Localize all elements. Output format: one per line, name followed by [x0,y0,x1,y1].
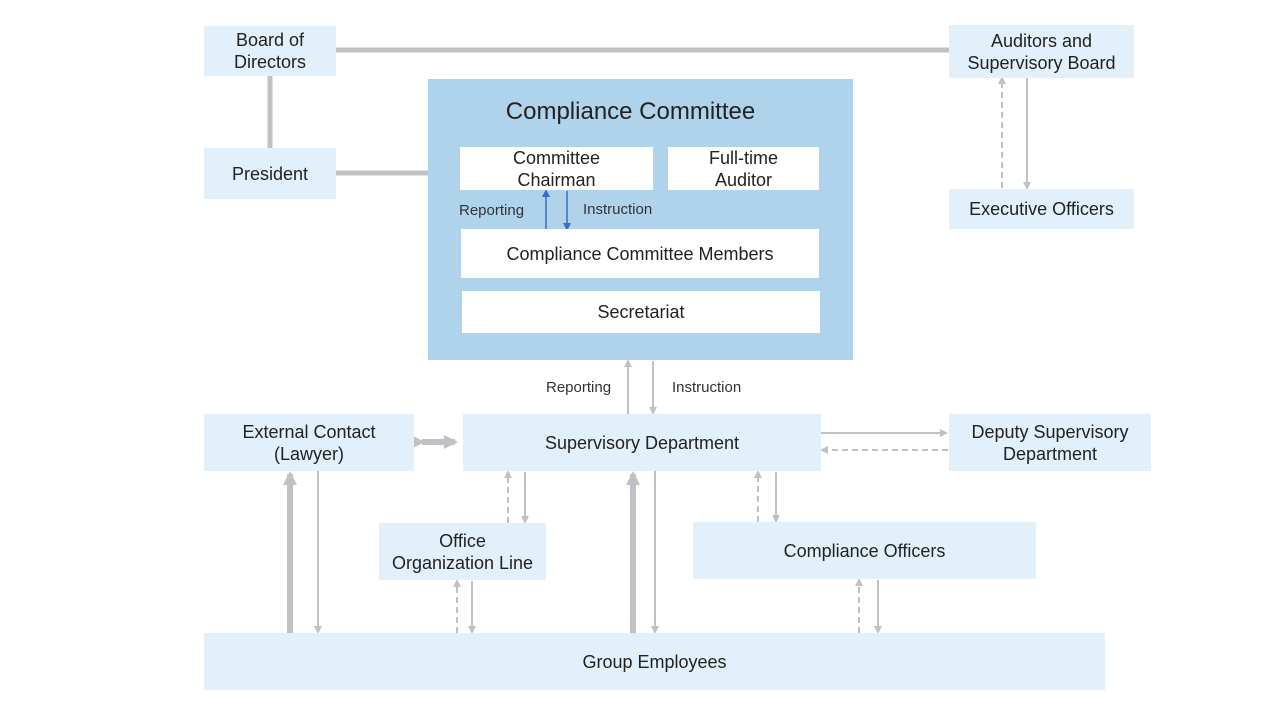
deputy-supervisory-box: Deputy Supervisory Department [949,414,1151,471]
outer-instruction-label: Instruction [672,379,742,396]
executive-officers-box: Executive Officers [949,189,1134,229]
compliance-officers-box: Compliance Officers [693,522,1036,579]
group-employees-box: Group Employees [204,633,1105,690]
secretariat-box: Secretariat [462,291,820,333]
committee-chairman-box: Committee Chairman [460,147,653,190]
external-contact-box: External Contact (Lawyer) [204,414,414,471]
supervisory-department-box: Supervisory Department [463,414,821,471]
board-of-directors-box: Board of Directors [204,26,336,76]
inner-instruction-label: Instruction [583,201,653,218]
fulltime-auditor-box: Full-time Auditor [668,147,819,190]
auditors-supervisory-board-box: Auditors and Supervisory Board [949,25,1134,78]
compliance-committee-title: Compliance Committee [505,98,756,125]
committee-members-box: Compliance Committee Members [461,229,819,278]
inner-reporting-label: Reporting [459,202,525,219]
outer-reporting-label: Reporting [546,379,612,396]
president-box: President [204,148,336,199]
office-organization-line-box: Office Organization Line [379,523,546,580]
